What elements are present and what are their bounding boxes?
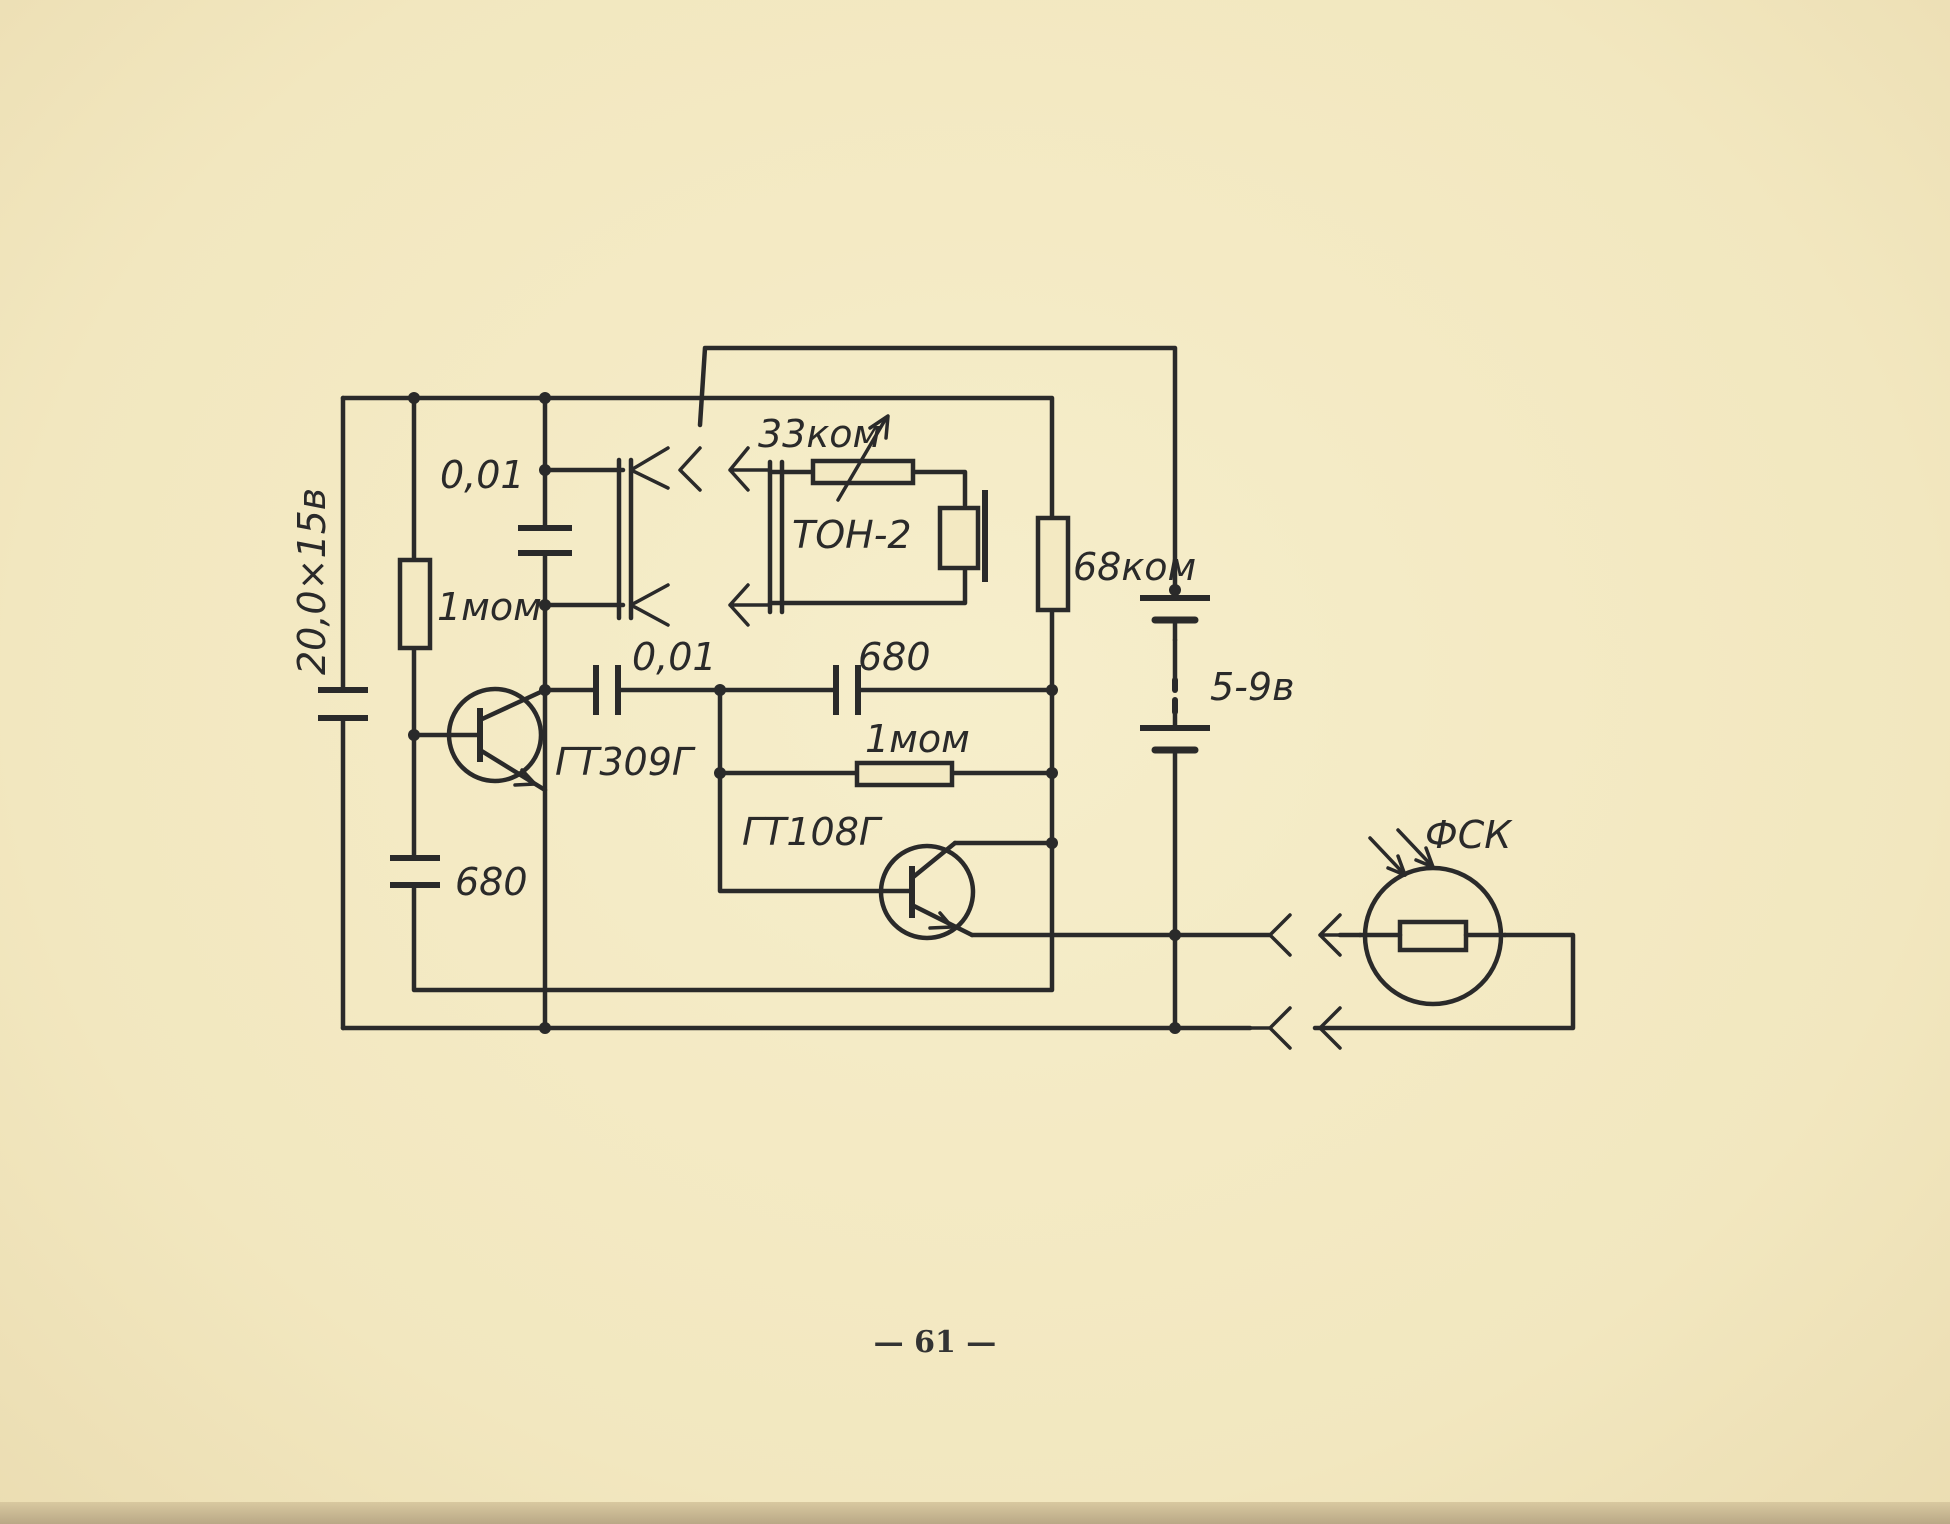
jack-connectors — [616, 446, 1362, 1050]
label-capacitor-0-01-top: 0,01 — [440, 453, 525, 497]
transistor-gt108g — [877, 840, 976, 941]
battery — [1140, 595, 1210, 754]
label-transistor-gt309g: ГТ309Г — [555, 740, 696, 784]
page-number: — 61 — — [874, 1325, 997, 1360]
junction-dots — [408, 392, 1181, 1034]
capacitor-680-top — [833, 665, 861, 715]
label-capacitor-0-01-mid: 0,01 — [632, 635, 717, 679]
resistor-1mom-right — [854, 760, 955, 788]
resistor-1mom-left — [397, 557, 433, 651]
transistor-gt309g — [445, 686, 548, 793]
label-capacitor-20uf: 20,0×15в — [290, 488, 334, 675]
label-resistor-33kom: 33ком — [758, 412, 881, 456]
capacitor-680-bottom — [390, 855, 440, 888]
capacitor-20uf — [318, 687, 368, 721]
photoresistor-fsk — [1357, 828, 1508, 1007]
label-resistor-68kom: 68ком — [1073, 545, 1196, 589]
label-resistor-1mom-right: 1мом — [865, 717, 970, 761]
resistor-68kom — [1035, 515, 1071, 613]
label-earphone: ТОН-2 — [792, 513, 912, 557]
label-capacitor-680-bottom: 680 — [455, 860, 528, 904]
label-transistor-gt108g: ГТ108Г — [742, 810, 883, 854]
resistor-33kom-variable — [810, 414, 916, 502]
label-capacitor-680-top: 680 — [858, 635, 931, 679]
label-resistor-1mom-left: 1мом — [437, 585, 542, 629]
label-battery: 5-9в — [1210, 665, 1294, 709]
capacitor-0-01-top — [518, 525, 572, 556]
label-photoresistor: ФСК — [1425, 813, 1513, 857]
page-edge — [0, 1502, 1950, 1524]
earphone-icon — [937, 490, 988, 582]
capacitor-0-01-mid — [593, 665, 621, 715]
